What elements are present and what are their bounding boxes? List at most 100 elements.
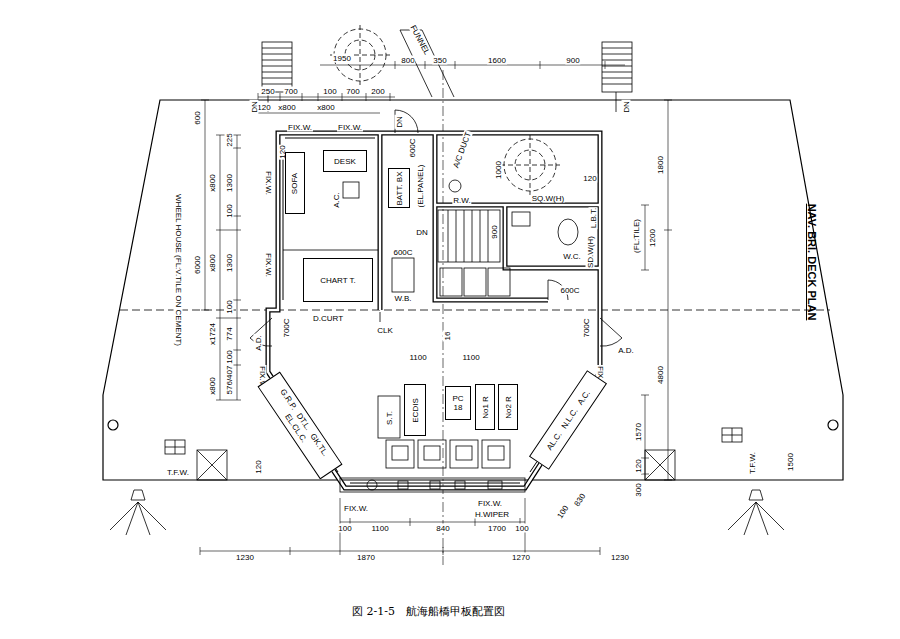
hatch-box bbox=[645, 450, 675, 480]
dimension-line bbox=[645, 100, 668, 480]
dimension-label: S.T. bbox=[385, 410, 394, 426]
dimension-label: 1870 bbox=[356, 553, 376, 562]
stairway bbox=[268, 92, 616, 112]
dimension-label: 600C bbox=[559, 286, 580, 295]
equipment-label: AL.C. bbox=[545, 430, 564, 452]
interior-line bbox=[464, 268, 486, 296]
dimension-label: 1100 bbox=[370, 524, 389, 533]
dimension-label: x1724 bbox=[208, 322, 217, 346]
console-equipment bbox=[340, 478, 525, 492]
dimension-label: 1500 bbox=[786, 452, 795, 472]
dimension-label: 100 bbox=[225, 203, 234, 218]
console-equipment bbox=[386, 440, 414, 468]
dimension-label: 600C bbox=[392, 248, 413, 257]
console-equipment bbox=[367, 480, 377, 490]
dimension-label: A.D. bbox=[254, 334, 263, 352]
tfw-symbol bbox=[722, 428, 742, 442]
dimension-label: A/C DUCT bbox=[451, 130, 473, 170]
dimension-label: 700C bbox=[282, 317, 291, 338]
equipment-label: ECDIS bbox=[411, 398, 420, 422]
wall-inner bbox=[435, 133, 548, 300]
dimension-label: 100 bbox=[225, 299, 234, 314]
dimension-label: FIX.W. bbox=[264, 252, 273, 278]
equipment-label: GK.TL. bbox=[308, 431, 330, 457]
dimension-label: FIX.W. bbox=[343, 504, 369, 513]
dimension-label: 800 bbox=[400, 56, 415, 65]
window-frame bbox=[350, 483, 520, 484]
dimension-label: W.B. bbox=[394, 294, 413, 303]
equipment-label: G.R.P. bbox=[278, 387, 298, 411]
dimension-label: 1600 bbox=[487, 56, 507, 65]
dimension-label: WHEEL HOUSE (FL:V.TILE ON CEMENT) bbox=[174, 193, 183, 347]
dimension-label: 900 bbox=[565, 56, 580, 65]
tfw-symbol bbox=[165, 428, 742, 454]
equipment-label: SOFA bbox=[291, 172, 300, 193]
stairway bbox=[262, 42, 632, 112]
dimension-label: 120 bbox=[256, 103, 271, 112]
wall-outer bbox=[435, 133, 548, 300]
dimension-label: DN bbox=[415, 228, 429, 237]
dimension-label: SQ.W(H) bbox=[531, 194, 565, 203]
funnel-outline bbox=[400, 30, 454, 97]
dimension-label: (FL:TILE) bbox=[632, 218, 641, 254]
interior-line bbox=[283, 180, 578, 322]
dimension-label: R.W. bbox=[452, 196, 471, 205]
dimension-label: H.WIPER bbox=[474, 510, 510, 519]
dimension-label: 120 bbox=[634, 458, 643, 473]
dimension-label: 16 bbox=[443, 331, 452, 342]
dimension-label: 1300 bbox=[225, 253, 234, 273]
door-swing bbox=[395, 110, 418, 133]
stairway bbox=[262, 42, 292, 92]
dimension-label: 830 bbox=[572, 491, 588, 509]
console-equipment bbox=[455, 481, 465, 489]
console-equipment bbox=[430, 481, 440, 489]
interior-line bbox=[448, 210, 488, 262]
equipment-box: G.R.P.DT.L.GK.TL.EL.CL.C. bbox=[257, 371, 342, 479]
dimension-label: 100 bbox=[514, 524, 529, 533]
dimension-label: 1230 bbox=[610, 553, 630, 562]
equipment-box: No1 R bbox=[475, 384, 495, 430]
interior-line bbox=[343, 182, 359, 198]
dimension-label: FIX.W. bbox=[264, 170, 273, 196]
dimension-label: 225 bbox=[225, 132, 234, 147]
dimension-label: 1950 bbox=[332, 54, 352, 63]
dimension-label: 250 bbox=[260, 87, 275, 96]
console-equipment bbox=[488, 481, 502, 489]
interior-line bbox=[449, 180, 461, 192]
dimension-label: A.D. bbox=[617, 346, 635, 355]
dimension-label: 600 bbox=[193, 110, 202, 125]
dimension-label: 700C bbox=[582, 317, 591, 338]
dimension-label: 100 bbox=[322, 87, 337, 96]
equipment-label: DESK bbox=[334, 157, 356, 166]
equipment-box: PC18 bbox=[445, 386, 471, 420]
console-equipment bbox=[378, 396, 400, 438]
console-equipment bbox=[482, 440, 510, 468]
dimension-label: 200 bbox=[370, 87, 385, 96]
wall-inner bbox=[505, 205, 600, 268]
dimension-label: 774 bbox=[225, 326, 234, 341]
dimension-label: T.F.W. bbox=[166, 468, 190, 477]
stairway bbox=[262, 48, 292, 84]
wall-inner bbox=[379, 133, 381, 310]
hull-outline bbox=[103, 100, 843, 480]
dimension-label: 4800 bbox=[656, 365, 665, 385]
hatch-box bbox=[197, 450, 227, 480]
center-line bbox=[443, 70, 444, 565]
interior-line bbox=[380, 312, 381, 322]
tfw-symbol bbox=[165, 440, 185, 454]
equipment-label: CHART T. bbox=[320, 276, 356, 285]
console-equipment bbox=[450, 440, 478, 468]
dimension-label: x800 bbox=[208, 173, 217, 192]
equipment-box: No2 R bbox=[498, 384, 518, 430]
hull-outline bbox=[103, 100, 843, 480]
equipment-label: No2 R bbox=[504, 396, 513, 419]
dimension-label: 1570 bbox=[634, 422, 643, 442]
dimension-label: CLK bbox=[376, 326, 394, 335]
dimension-line bbox=[205, 100, 237, 400]
dimension-label: FUNNEL bbox=[408, 23, 432, 57]
equipment-box: BATT. BX bbox=[388, 168, 410, 208]
interior-line bbox=[440, 268, 462, 296]
console-equipment bbox=[456, 446, 472, 460]
console-equipment bbox=[488, 446, 504, 460]
